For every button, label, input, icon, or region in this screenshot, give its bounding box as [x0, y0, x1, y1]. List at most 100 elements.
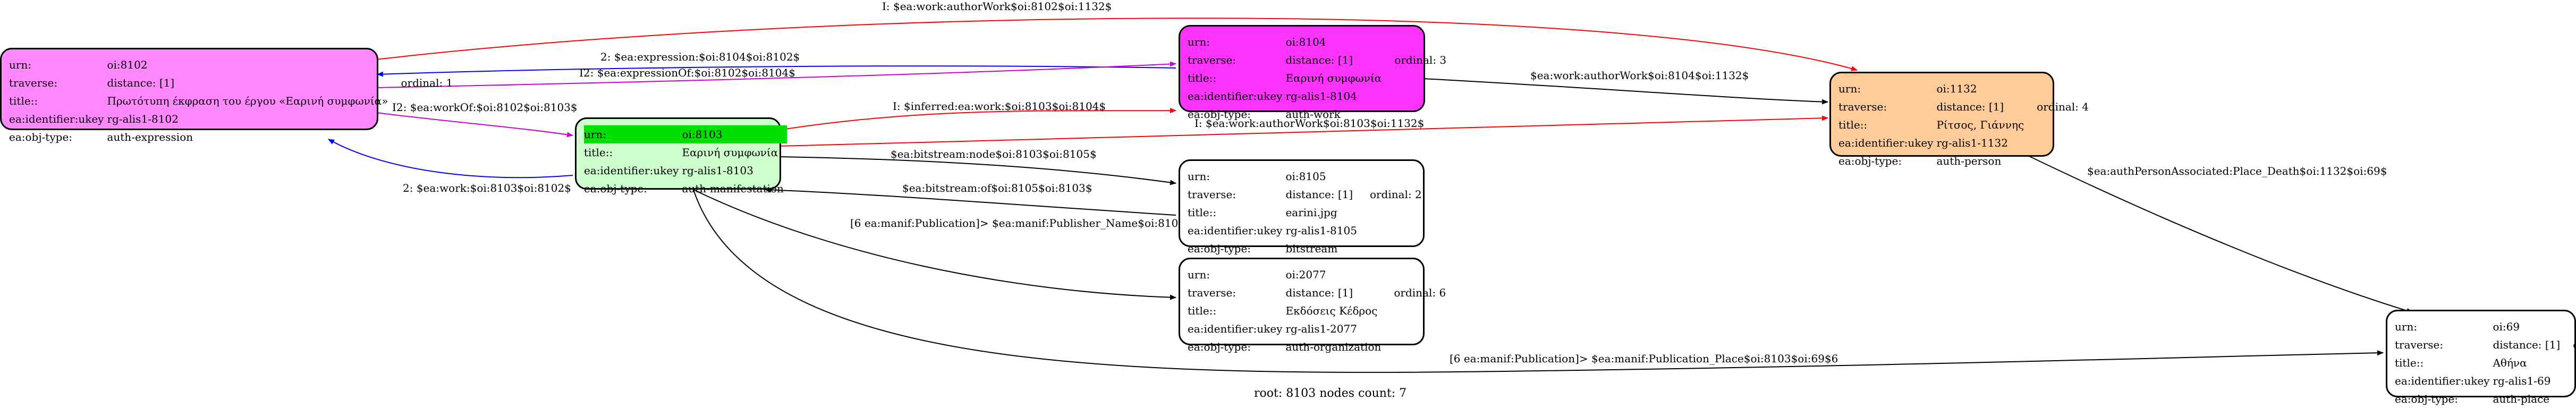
field-value: rg-alis1-1132 [1936, 137, 2008, 149]
node-field-row: ea:obj-type: auth-organization [1188, 338, 1449, 356]
field-value: distance: [1] [1285, 188, 1353, 201]
field-key: ea:identifier:ukey [584, 164, 679, 177]
field-key: ea:obj-type: [2395, 393, 2459, 405]
field-ordinal: ordinal: 2 [1369, 188, 1422, 201]
field-value: auth-organization [1285, 341, 1382, 353]
field-key: ea:obj-type: [1188, 108, 1251, 121]
field-value: distance: [1] [1285, 286, 1353, 299]
field-key: ea:identifier:ukey [1188, 224, 1283, 237]
node-field-row: ea:obj-type: auth-expression [9, 128, 456, 146]
field-key: urn: [1188, 170, 1210, 183]
node-record: urn: oi:8104 traverse: distance: [1] ordinal… [1188, 33, 1450, 123]
field-value: oi:2077 [1285, 268, 1326, 281]
field-key: urn: [2395, 320, 2418, 333]
node-field-row: urn:oi:1132 [1838, 80, 2092, 98]
field-value: oi:8103 [682, 125, 787, 143]
field-key: ea:obj-type: [1188, 242, 1251, 255]
node-field-row: urn: oi:8104 [1188, 33, 1450, 51]
node-field-row: title::Ρίτσος, Γιάννης [1838, 116, 2092, 134]
field-value: rg-alis1-2077 [1285, 322, 1357, 335]
edge-label-8103-1132: I: $ea:work:authorWork$oi:8103$oi:1132$ [1194, 117, 1425, 130]
field-value: Εκδόσεις Κέδρος [1285, 304, 1378, 317]
field-key: ea:obj-type: [1188, 341, 1251, 353]
field-key: title:: [1188, 304, 1217, 317]
field-key: ea:identifier:ukey [1838, 137, 1934, 149]
edge-8103-69 [693, 189, 2384, 373]
field-key: title:: [584, 146, 613, 159]
field-key: traverse: [1188, 54, 1236, 66]
node-field-row: traverse:distance: [1]ordinal: 4 [1838, 98, 2092, 116]
field-value: rg-alis1-8104 [1285, 90, 1357, 103]
edge-label-8105-8103: $ea:bitstream:of$oi:8105$oi:8103$ [902, 182, 1092, 194]
edge-label-1132-69: $ea:authPersonAssociated:Place_Death$oi:… [2087, 165, 2387, 177]
edge-8105-8103 [765, 187, 1176, 216]
node-field-row: urn:oi:2077 [1188, 266, 1449, 284]
field-value: auth-person [1936, 155, 2002, 167]
field-value: auth-expression [107, 131, 193, 143]
field-key: traverse: [9, 76, 58, 89]
edge-8103-8104 [778, 108, 1176, 131]
edge-8103-2077 [693, 189, 1176, 300]
node-field-row: traverse: distance: [1] ordinal: 3 [1188, 51, 1450, 69]
field-ordinal: ordinal: 3 [1394, 54, 1447, 66]
field-value: Αθήνα [2493, 356, 2527, 369]
edge-label-8104-1132: $ea:work:authorWork$oi:8104$oi:1132$ [1530, 69, 1749, 82]
node-field-row: ea:obj-type: auth-work [1188, 105, 1450, 123]
field-key: urn: [584, 125, 682, 143]
node-field-row: traverse:distance: [1]ordinal: 6 [1188, 284, 1449, 302]
field-key: traverse: [2395, 338, 2444, 351]
field-value: distance: [1] [1285, 54, 1353, 66]
field-key: ea:identifier:ukey [1188, 90, 1283, 103]
edge-label-8102-1132: I: $ea:work:authorWork$oi:8102$oi:1132$ [882, 0, 1112, 13]
field-value: oi:8102 [107, 58, 148, 71]
edge-label-8103-8104: I: $inferred:ea:work:$oi:8103$oi:8104$ [893, 100, 1106, 113]
field-key: title:: [1188, 206, 1217, 219]
field-key: ea:obj-type: [9, 131, 73, 143]
field-value: auth-place [2493, 393, 2550, 405]
field-key: urn: [1188, 36, 1210, 48]
node-8104[interactable]: urn: oi:8104 traverse: distance: [1] ordinal… [1179, 25, 1446, 121]
node-field-row: urn:oi:8103 [584, 125, 787, 143]
field-value: earini.jpg [1285, 206, 1337, 219]
field-key: ea:identifier:ukey [9, 113, 104, 125]
node-field-row: title::Πρωτότυπη έκφραση του έργου «Εαρι… [9, 92, 456, 110]
edge-label-8103-8105: $ea:bitstream:node$oi:8103$oi:8105$ [891, 148, 1097, 160]
edge-8102-8103 [376, 112, 573, 138]
edge-8102-8104 [377, 61, 1176, 88]
field-value: distance: [1] [1936, 100, 2004, 113]
field-value: rg-alis1-69 [2493, 375, 2551, 387]
field-value: oi:69 [2493, 320, 2520, 333]
node-field-row: title::Εκδόσεις Κέδρος [1188, 302, 1449, 320]
edge-label-8103-69: [6 ea:manif:Publication]> $ea:manif:Publ… [1450, 352, 1838, 365]
node-field-row: ea:obj-type:auth-manifestation [584, 180, 787, 198]
edge-label-8103-8102: 2: $ea:work:$oi:8103$oi:8102$ [403, 182, 571, 194]
field-value: rg-alis1-8103 [682, 164, 753, 177]
field-value: rg-alis1-8105 [1285, 224, 1357, 237]
field-value: auth-manifestation [682, 182, 784, 195]
field-value: oi:8105 [1285, 170, 1326, 183]
field-key: title:: [1838, 118, 1868, 131]
field-value: Πρωτότυπη έκφραση του έργου «Εαρινή συμφ… [107, 95, 388, 107]
edge-8104-1132 [1422, 78, 1828, 105]
node-field-row: ea:obj-type: auth-place [2395, 390, 2576, 408]
edge-8103-8102 [328, 139, 573, 178]
node-field-row: title::Εαρινή συμφωνία [584, 143, 787, 162]
edge-1132-69 [2019, 151, 2413, 313]
field-ordinal: ordinal: 6 [1394, 286, 1446, 299]
node-field-row: ea:obj-type:auth-person [1838, 152, 2092, 170]
field-value: auth-work [1285, 108, 1341, 121]
node-field-row: ea:obj-type:bitstream [1188, 240, 1425, 258]
field-value: oi:8104 [1285, 36, 1326, 48]
